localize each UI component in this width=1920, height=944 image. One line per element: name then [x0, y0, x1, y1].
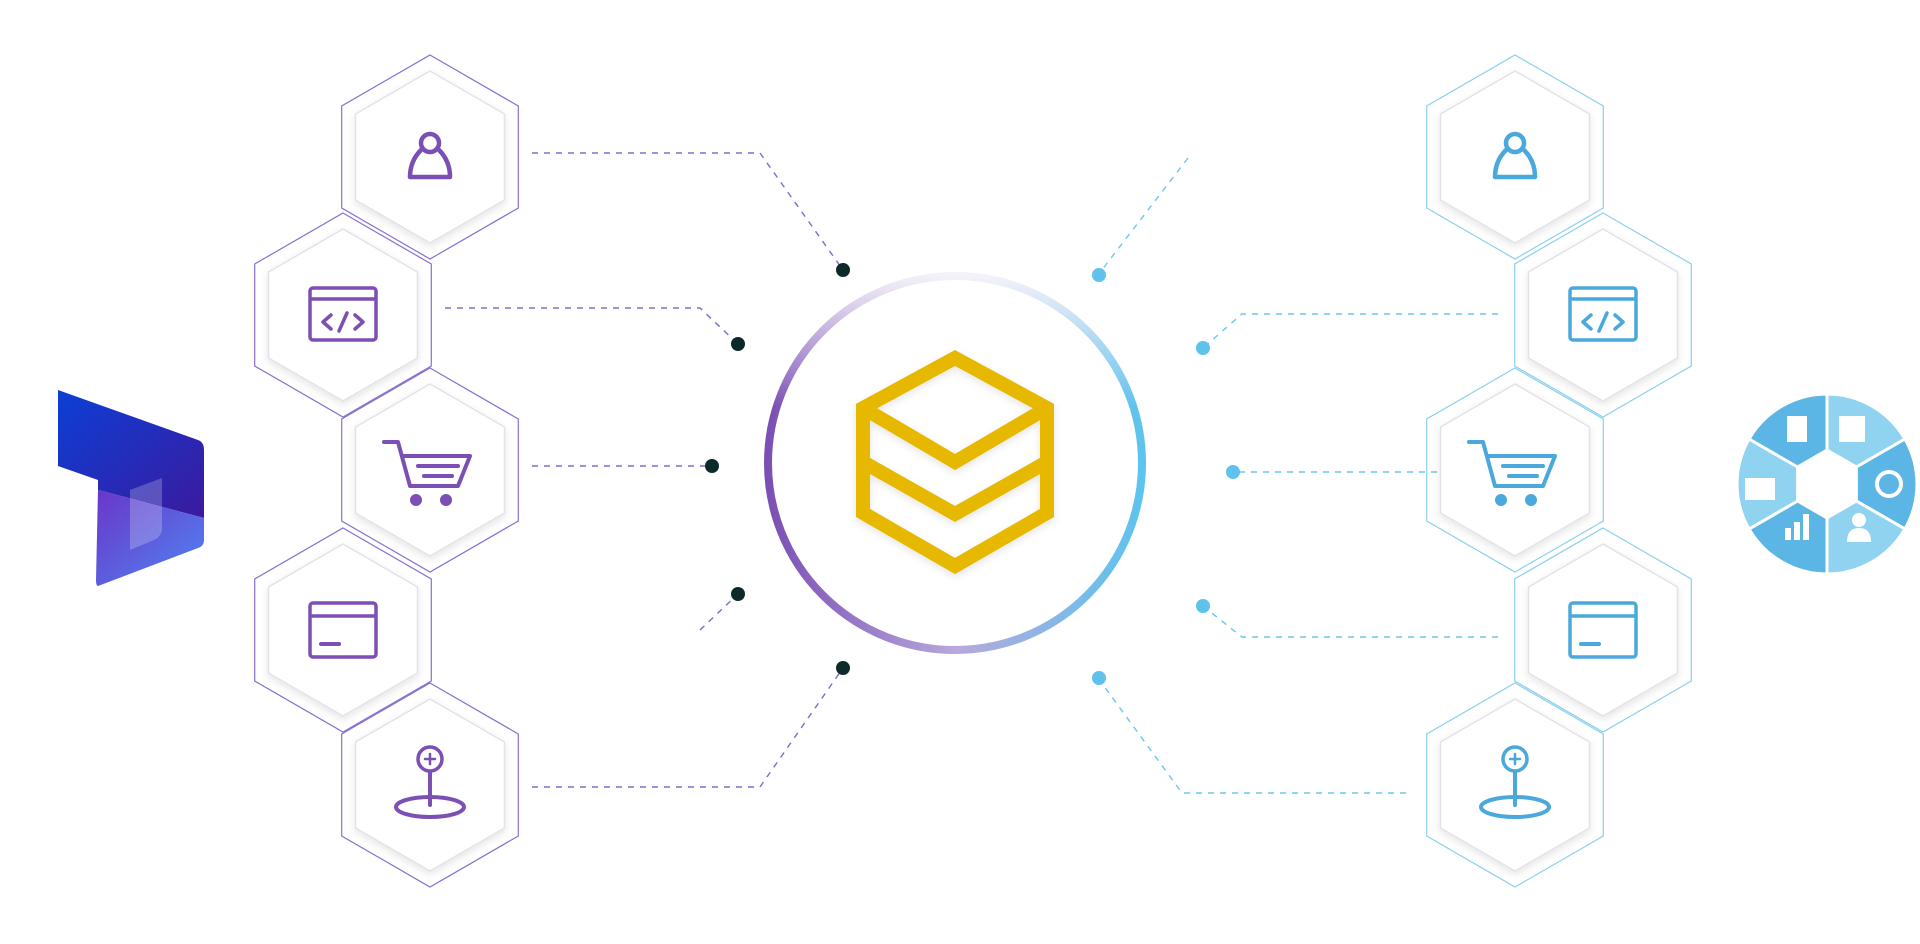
hub — [763, 271, 1147, 655]
business-apps-wheel-icon — [1735, 392, 1919, 576]
left-connector-line — [445, 307, 739, 345]
location-pin-icon — [1479, 745, 1551, 819]
right-node-4 — [1514, 527, 1692, 733]
right-node-2 — [1514, 212, 1692, 418]
right-connectors — [1092, 157, 1498, 794]
browser-window-icon — [308, 601, 378, 659]
left-node-2 — [254, 212, 432, 418]
left-connector-line — [699, 593, 739, 631]
right-connector-dot — [1092, 671, 1106, 685]
left-connector-dot — [731, 337, 745, 351]
right-connector-dot — [1196, 599, 1210, 613]
left-node-4 — [254, 527, 432, 733]
right-connector-dot — [1196, 341, 1210, 355]
left-connector-dot — [836, 263, 850, 277]
left-node-3 — [341, 367, 519, 573]
right-connector-dot — [1092, 268, 1106, 282]
right-connector-dot — [1226, 465, 1240, 479]
code-window-icon — [1568, 286, 1638, 342]
browser-window-icon — [1568, 601, 1638, 659]
location-pin-icon — [394, 745, 466, 819]
left-connector-dot — [836, 661, 850, 675]
code-window-icon — [308, 286, 378, 342]
hub-ring-fade — [763, 271, 1147, 655]
left-connector-dot — [731, 587, 745, 601]
right-node-5 — [1426, 682, 1604, 888]
right-connector-line — [1202, 313, 1498, 349]
right-node-column — [1426, 54, 1692, 888]
right-connector-line — [1097, 677, 1406, 794]
right-node-1 — [1426, 54, 1604, 260]
left-connector-line — [532, 667, 844, 788]
left-node-column — [254, 54, 519, 888]
left-node-1 — [341, 54, 519, 260]
person-icon — [1492, 131, 1538, 180]
right-connector-line — [1097, 157, 1189, 276]
left-connector-dot — [705, 459, 719, 473]
dynamics-365-logo-icon — [58, 390, 204, 586]
left-node-5 — [341, 682, 519, 888]
shopping-cart-icon — [1467, 440, 1557, 506]
right-node-3 — [1426, 367, 1604, 573]
stacked-layers-icon — [856, 350, 1054, 575]
left-connectors — [445, 152, 850, 788]
person-icon — [407, 131, 453, 180]
shopping-cart-icon — [382, 440, 472, 506]
right-connector-line — [1202, 605, 1498, 638]
left-connector-line — [532, 152, 844, 271]
